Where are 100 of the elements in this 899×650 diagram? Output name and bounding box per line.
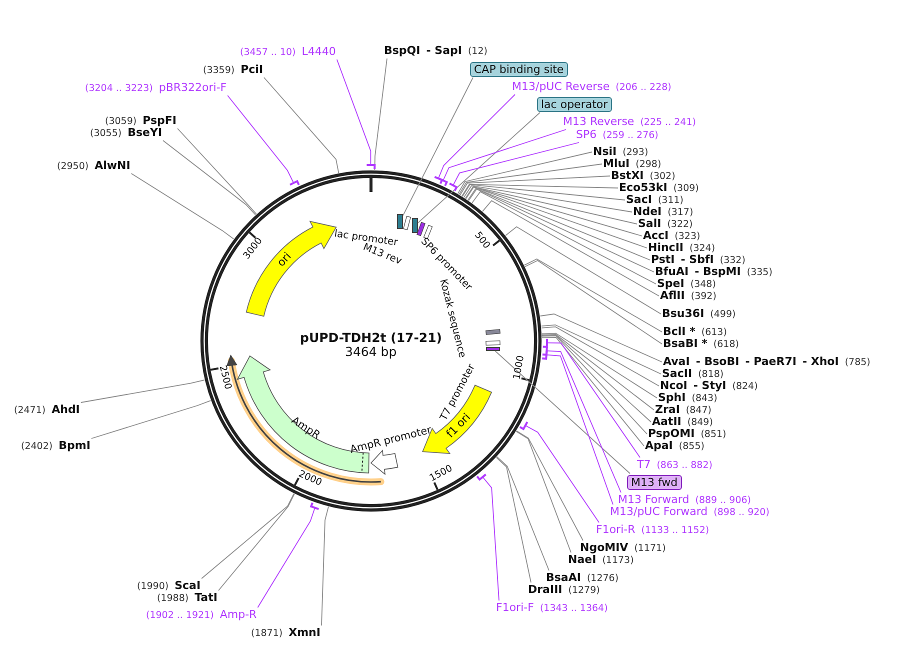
- primer-name: F1ori-R: [596, 524, 636, 536]
- enzyme-name: - PaeR7I: [745, 356, 796, 368]
- leader-line: [374, 58, 388, 170]
- leader-line: [177, 128, 257, 215]
- primer-range: (898 .. 920): [714, 506, 770, 518]
- site-position: (1871): [251, 628, 283, 640]
- leader-line: [496, 456, 532, 583]
- site-position: (847): [686, 404, 712, 416]
- site-position: (1173): [602, 554, 634, 566]
- site-position: (2950): [57, 160, 89, 172]
- enzyme-name: AatII: [652, 416, 682, 428]
- leader-line: [218, 493, 295, 591]
- site-position: (824): [732, 380, 758, 392]
- feature-block: [397, 214, 403, 229]
- feature-block: [486, 347, 500, 351]
- leader-line: [162, 140, 256, 216]
- primer-name: L4440: [302, 46, 336, 58]
- primer-name: Amp-R: [220, 608, 257, 620]
- enzyme-name: SpeI: [657, 278, 684, 290]
- site-position: (2402): [21, 440, 53, 452]
- leader-line: [494, 350, 630, 474]
- site-position: (1276): [586, 572, 619, 584]
- enzyme-name: AflII: [660, 290, 685, 302]
- enzyme-name: AccI: [643, 230, 669, 242]
- enzyme-name: - SbfI: [680, 254, 714, 266]
- tick-label: 1000: [511, 354, 526, 380]
- leader-line: [482, 200, 660, 296]
- enzyme-name: DraIII: [528, 584, 562, 596]
- enzyme-name: XmnI: [288, 626, 320, 638]
- leader-line: [465, 186, 648, 248]
- enzyme-name: MluI: [603, 158, 630, 170]
- leader-line: [418, 112, 540, 224]
- enzyme-name: AhdI: [52, 404, 80, 416]
- sequence-length: 3464 bp: [345, 344, 397, 358]
- primer-range: (206 .. 228): [616, 82, 672, 94]
- leader-line: [264, 77, 340, 174]
- enzyme-name: Bsu36I: [662, 308, 704, 320]
- site-position: (613): [701, 326, 727, 338]
- leader-line: [402, 77, 474, 216]
- enzyme-name: ZraI: [655, 404, 680, 416]
- site-position: (311): [658, 194, 684, 206]
- site-position: (1988): [157, 592, 189, 604]
- primer-range: (1902 .. 1921): [146, 610, 214, 622]
- leader-line: [546, 354, 614, 505]
- leader-line: [460, 176, 610, 196]
- leader-line: [130, 173, 234, 240]
- site-position: (849): [687, 416, 713, 428]
- leader-line: [468, 188, 654, 272]
- site-position: (322): [667, 218, 693, 230]
- site-position: (317): [668, 206, 694, 218]
- enzyme-name: ApaI: [645, 440, 673, 452]
- leader-line: [442, 129, 566, 181]
- enzyme-name: AvaI: [663, 356, 690, 368]
- site-position: (851): [700, 428, 726, 440]
- leader-line: [462, 184, 626, 200]
- leader-line: [461, 184, 618, 197]
- enzyme-name: BsaBI *: [663, 338, 708, 350]
- leader-line: [546, 350, 622, 493]
- enzyme-name: SacII: [662, 368, 692, 380]
- enzyme-name: BclI *: [663, 326, 696, 338]
- site-position: (618): [713, 338, 739, 350]
- site-position: (3055): [90, 128, 122, 140]
- leader-line: [201, 493, 294, 579]
- enzyme-name: SalI: [638, 218, 662, 230]
- leader-line: [524, 425, 600, 523]
- site-position: (499): [710, 308, 736, 320]
- leader-line: [467, 188, 650, 260]
- site-position: (293): [622, 146, 648, 158]
- leader-line: [516, 430, 584, 541]
- leader-line: [524, 258, 662, 332]
- enzyme-name: Eco53kI: [619, 182, 668, 194]
- leader-line: [458, 164, 602, 195]
- leader-line: [464, 186, 638, 224]
- primer-name: pBR322ori-F: [158, 82, 227, 94]
- site-position: (323): [674, 230, 700, 242]
- enzyme-name: BstXI: [611, 170, 644, 182]
- enzyme-name: SphI: [658, 392, 686, 404]
- leader-line: [516, 430, 572, 553]
- site-position: (324): [690, 242, 716, 254]
- primer-name: F1ori-F: [496, 602, 534, 614]
- site-position: (298): [636, 158, 662, 170]
- tick-label: 2500: [217, 364, 234, 390]
- plasmid-name: pUPD-TDH2t (17-21): [300, 330, 442, 344]
- primer-name: SP6: [576, 128, 597, 140]
- leader-line: [257, 507, 316, 608]
- leader-line: [546, 342, 640, 458]
- enzyme-name: HincII: [648, 242, 684, 254]
- site-position: (335): [746, 266, 772, 278]
- feature-block: [412, 218, 418, 233]
- primer-range: (1343 .. 1364): [540, 602, 608, 614]
- site-position: (392): [690, 290, 716, 302]
- enzyme-name: NaeI: [568, 554, 596, 566]
- leader-line: [541, 334, 652, 422]
- leader-line: [541, 332, 658, 398]
- primer-range: (3204 .. 3223): [85, 82, 153, 94]
- enzyme-name: PspFI: [142, 114, 176, 126]
- enzyme-name: NdeI: [633, 206, 662, 218]
- leader-line: [336, 59, 372, 166]
- enzyme-name: ScaI: [174, 580, 201, 592]
- site-position: (1279): [568, 584, 600, 596]
